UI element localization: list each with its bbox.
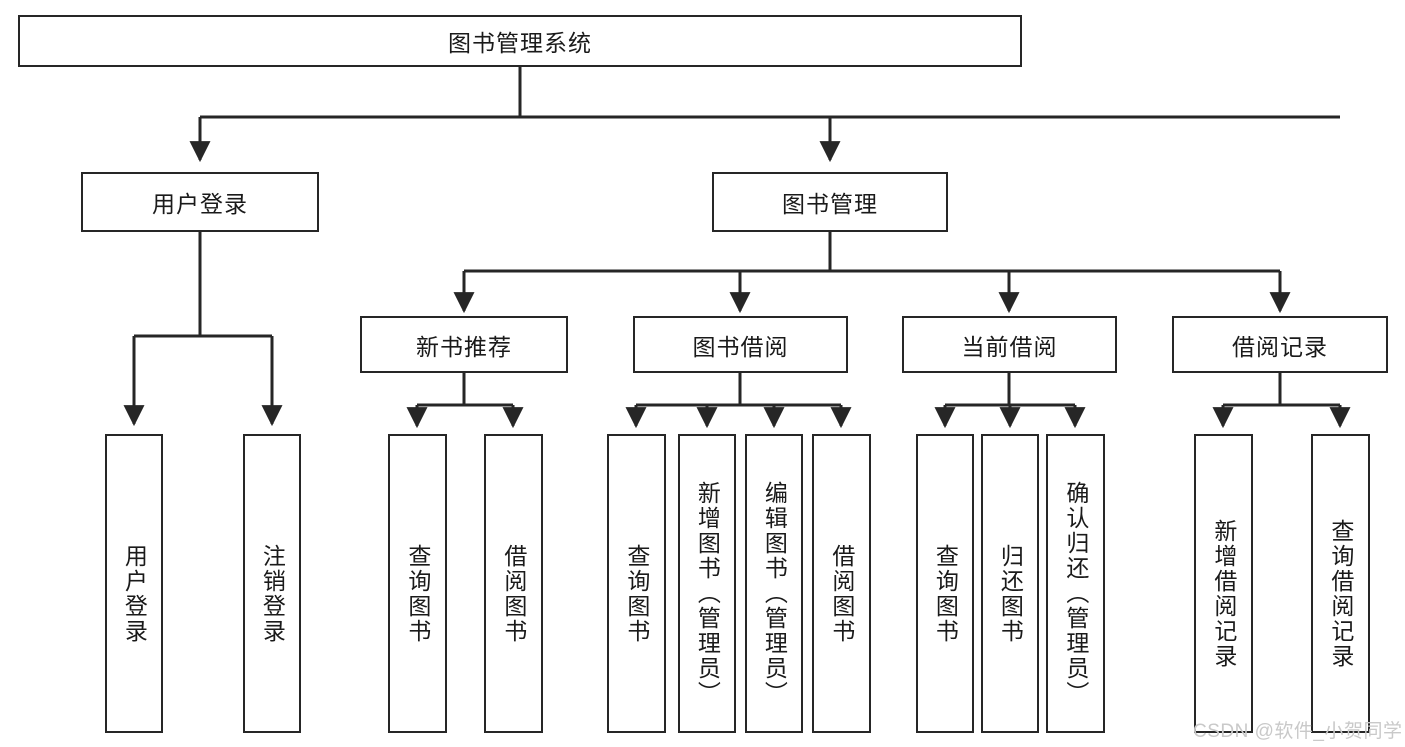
node-label: 图书管理系统 bbox=[448, 30, 592, 56]
node-leaf-edit-book[interactable]: 编辑图书（管理员） bbox=[745, 434, 803, 733]
node-book-borrow[interactable]: 图书借阅 bbox=[633, 316, 848, 373]
node-label: 图书借阅 bbox=[692, 333, 789, 360]
node-label: 借阅图书 bbox=[500, 543, 527, 644]
node-new-book-recommend[interactable]: 新书推荐 bbox=[360, 316, 568, 373]
node-label: 借阅图书 bbox=[828, 543, 855, 644]
node-label: 归还图书 bbox=[997, 543, 1024, 644]
node-label: 编辑图书（管理员） bbox=[761, 481, 788, 706]
node-label: 借阅记录 bbox=[1232, 333, 1328, 360]
node-label: 确认归还（管理员） bbox=[1062, 481, 1089, 706]
node-leaf-return-book[interactable]: 归还图书 bbox=[981, 434, 1039, 733]
node-current-borrow[interactable]: 当前借阅 bbox=[902, 316, 1117, 373]
node-leaf-query-book-1[interactable]: 查询图书 bbox=[388, 434, 447, 733]
node-label: 用户登录 bbox=[121, 543, 148, 644]
node-label: 新增图书（管理员） bbox=[694, 481, 721, 706]
node-label: 注销登录 bbox=[259, 543, 286, 644]
node-leaf-query-book-2[interactable]: 查询图书 bbox=[607, 434, 666, 733]
node-leaf-user-login[interactable]: 用户登录 bbox=[105, 434, 163, 733]
node-book-management-system[interactable]: 图书管理系统 bbox=[18, 15, 1022, 67]
node-leaf-query-book-3[interactable]: 查询图书 bbox=[916, 434, 974, 733]
node-label: 图书管理 bbox=[782, 191, 878, 217]
node-leaf-confirm-return[interactable]: 确认归还（管理员） bbox=[1046, 434, 1105, 733]
node-leaf-borrow-book-1[interactable]: 借阅图书 bbox=[484, 434, 543, 733]
node-label: 新增借阅记录 bbox=[1210, 518, 1237, 669]
node-label: 查询图书 bbox=[932, 543, 959, 644]
node-label: 查询图书 bbox=[623, 543, 650, 644]
node-label: 当前借阅 bbox=[961, 333, 1058, 360]
node-label: 用户登录 bbox=[152, 191, 248, 217]
node-user-login[interactable]: 用户登录 bbox=[81, 172, 319, 232]
node-label: 新书推荐 bbox=[416, 333, 512, 360]
node-leaf-add-record[interactable]: 新增借阅记录 bbox=[1194, 434, 1253, 733]
node-leaf-add-book[interactable]: 新增图书（管理员） bbox=[678, 434, 736, 733]
node-leaf-logout-login[interactable]: 注销登录 bbox=[243, 434, 301, 733]
node-borrow-record[interactable]: 借阅记录 bbox=[1172, 316, 1388, 373]
node-label: 查询借阅记录 bbox=[1327, 518, 1354, 669]
csdn-watermark: CSDN @软件_小贺同学 bbox=[1193, 721, 1403, 742]
node-leaf-query-record[interactable]: 查询借阅记录 bbox=[1311, 434, 1370, 733]
node-label: 查询图书 bbox=[404, 543, 431, 644]
node-leaf-borrow-book-2[interactable]: 借阅图书 bbox=[812, 434, 871, 733]
node-book-management[interactable]: 图书管理 bbox=[712, 172, 948, 232]
